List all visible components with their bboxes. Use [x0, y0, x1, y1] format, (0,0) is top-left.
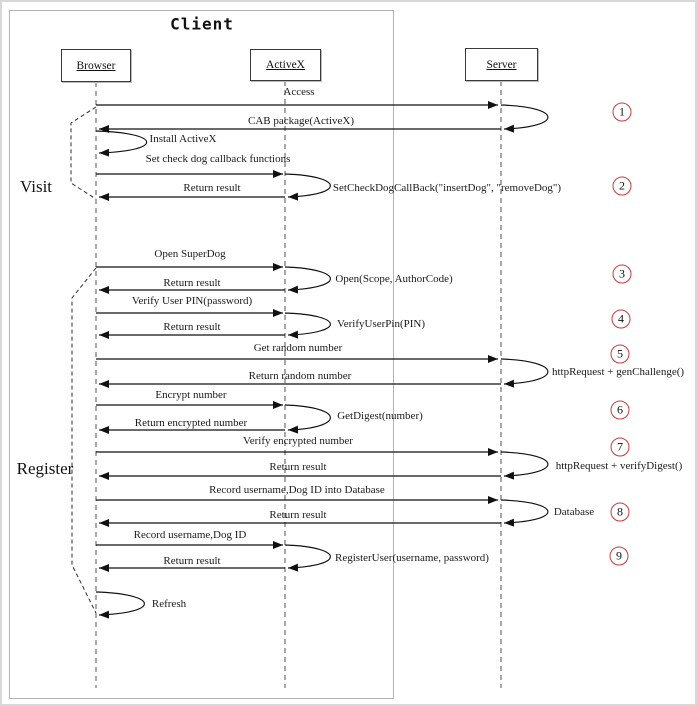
self-loop	[284, 312, 331, 339]
client-frame	[9, 10, 394, 699]
self-loop	[95, 591, 145, 619]
self-loop	[284, 404, 331, 434]
self-loop	[500, 358, 549, 388]
self-loop	[500, 451, 549, 480]
self-loop	[500, 104, 549, 133]
section-bracket	[71, 267, 97, 614]
self-loop	[500, 499, 549, 527]
self-loop	[284, 544, 331, 572]
diagram-title: Client	[170, 14, 234, 34]
self-loop	[284, 173, 331, 201]
self-loop	[95, 130, 147, 157]
self-loop	[284, 266, 331, 294]
section-bracket	[70, 106, 97, 200]
